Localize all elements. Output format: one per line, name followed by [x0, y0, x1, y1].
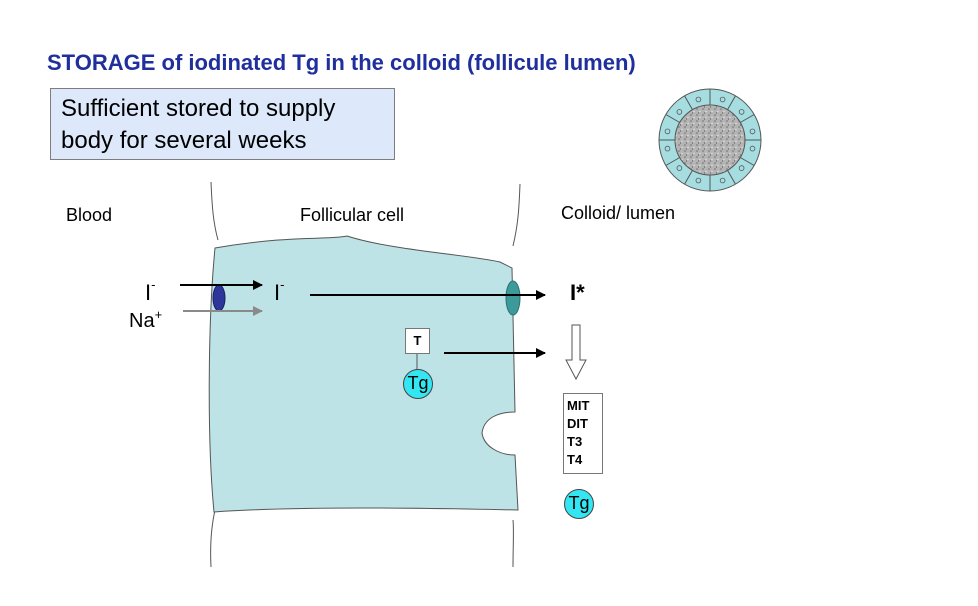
product-t3: T3	[567, 434, 583, 449]
iodinated-products-box: MIT DIT T3 T4	[563, 393, 603, 474]
cell-tg-circle: Tg	[403, 369, 433, 399]
colloid-lumen-label: Colloid/ lumen	[561, 203, 676, 223]
product-mit: MIT	[567, 398, 590, 413]
pendrin-channel	[505, 280, 521, 316]
storage-note-line-2: body for several weeks	[61, 127, 307, 154]
t-box: T	[405, 328, 430, 354]
storage-note: Sufficient stored to supply body for sev…	[50, 88, 395, 160]
cell-borders	[210, 181, 521, 568]
lumen-tg-circle: Tg	[564, 489, 594, 519]
blood-iodide-label: I-	[145, 277, 156, 305]
follicular-cell	[208, 235, 519, 513]
blood-label: Blood	[66, 205, 113, 225]
storage-note-line-1: Sufficient stored to supply	[61, 95, 336, 122]
slide-title: STORAGE of iodinated Tg in the colloid (…	[47, 50, 636, 75]
follicular-cell-label: Follicular cell	[300, 205, 405, 225]
cell-iodide-label: I-	[274, 277, 285, 305]
thyroid-follicle-icon	[658, 88, 762, 192]
sodium-label: Na+	[129, 307, 163, 332]
iodination-down-arrow	[565, 324, 587, 381]
activated-iodine-label: I*	[570, 280, 585, 305]
nis-transporter	[212, 284, 226, 312]
product-dit: DIT	[567, 416, 588, 431]
product-t4: T4	[567, 452, 583, 467]
